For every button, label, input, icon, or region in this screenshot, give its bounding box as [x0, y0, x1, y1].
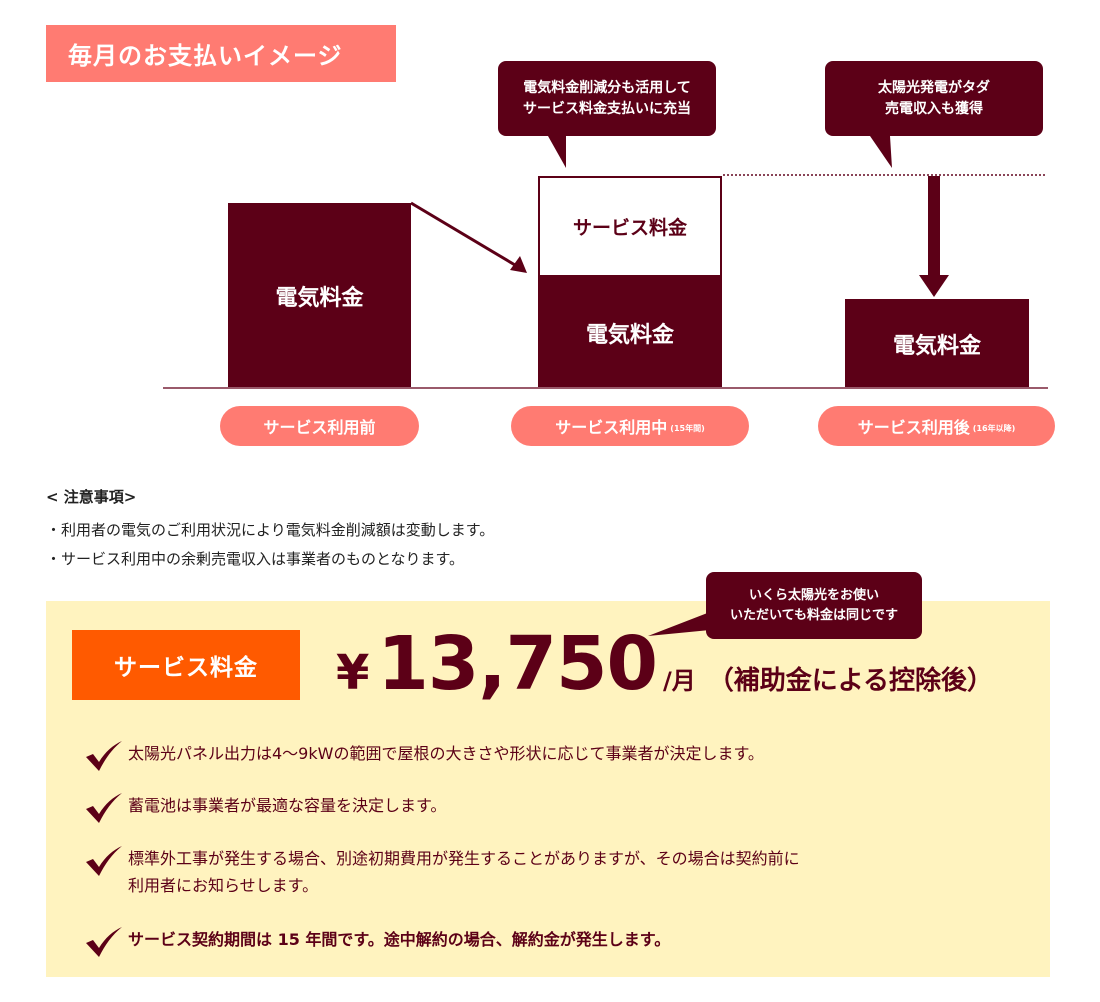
- fee-point-text: 太陽光パネル出力は4〜9kWの範囲で屋根の大きさや形状に応じて事業者が決定します…: [128, 744, 764, 763]
- checkmark-icon: [84, 792, 128, 832]
- fee-point-text: 標準外工事が発生する場合、別途初期費用が発生することがありますが、その場合は契約…: [128, 849, 800, 868]
- fee-point: 標準外工事が発生する場合、別途初期費用が発生することがありますが、その場合は契約…: [84, 845, 800, 899]
- stage-after-label: サービス利用後 (16年以降): [818, 406, 1055, 446]
- callout-line: いくら太陽光をお使い: [748, 587, 879, 603]
- fee-label: サービス料金: [72, 630, 300, 700]
- fee-point-text: 利用者にお知らせします。: [128, 876, 319, 895]
- fee-unit: /月: [662, 667, 696, 695]
- checkmark-icon: [84, 740, 128, 780]
- diagram-arrows: [410, 136, 949, 297]
- fee-point: 蓄電池は事業者が最適な容量を決定します。: [84, 792, 446, 832]
- callout-solar-free: 太陽光発電がタダ 売電収入も獲得: [825, 61, 1043, 136]
- bar-after-electricity: 電気料金: [845, 299, 1029, 389]
- section-title: 毎月のお支払いイメージ: [46, 25, 396, 82]
- fee-point: 太陽光パネル出力は4〜9kWの範囲で屋根の大きさや形状に応じて事業者が決定します…: [84, 740, 764, 780]
- checkmark-icon: [84, 845, 128, 899]
- callout-line: いただいても料金は同じです: [730, 607, 898, 623]
- currency-symbol: ¥: [336, 645, 370, 701]
- callout-tail-icon: [648, 612, 710, 636]
- callout-tail-icon: [548, 136, 566, 168]
- callout-service-fee-offset: 電気料金削減分も活用して サービス料金支払いに充当: [498, 61, 716, 136]
- callout-line: サービス料金支払いに充当: [523, 100, 691, 117]
- stage-before-label: サービス利用前: [220, 406, 419, 446]
- stage-label: サービス利用後: [857, 418, 970, 437]
- reference-dotted-line: [723, 174, 1045, 176]
- stage-label: サービス利用中: [555, 418, 668, 437]
- stage-sub: (15年間): [670, 423, 705, 433]
- fee-point-text-block: 標準外工事が発生する場合、別途初期費用が発生することがありますが、その場合は契約…: [128, 845, 800, 899]
- bar-before-electricity: 電気料金: [228, 203, 411, 389]
- checkmark-icon: [84, 926, 128, 966]
- fee-point-text: サービス契約期間は 15 年間です。途中解約の場合、解約金が発生します。: [128, 930, 671, 949]
- note-item: ・サービス利用中の余剰売電収入は事業者のものとなります。: [46, 550, 465, 568]
- down-arrow-shaft: [928, 176, 940, 276]
- notes-title: < 注意事項>: [46, 488, 137, 506]
- fee-amount: 13,750: [377, 621, 658, 707]
- fee-qualifier: （補助金による控除後）: [707, 666, 993, 696]
- fee-price: ¥ 13,750 /月 （補助金による控除後）: [336, 622, 993, 706]
- callout-tail-icon: [870, 136, 892, 168]
- callout-same-fee: いくら太陽光をお使い いただいても料金は同じです: [706, 572, 922, 639]
- callout-line: 電気料金削減分も活用して: [523, 79, 691, 96]
- stage-label: サービス利用前: [263, 418, 376, 437]
- arrow-head-icon: [510, 256, 527, 273]
- stage-during-label: サービス利用中 (15年間): [511, 406, 749, 446]
- fee-point-text: 蓄電池は事業者が最適な容量を決定します。: [128, 796, 447, 815]
- baseline: [163, 387, 1048, 389]
- bar-during-electricity: 電気料金: [538, 277, 722, 389]
- stage-sub: (16年以降): [972, 423, 1016, 433]
- note-item: ・利用者の電気のご利用状況により電気料金削減額は変動します。: [46, 521, 495, 539]
- callout-line: 太陽光発電がタダ: [878, 79, 990, 96]
- callout-line: 売電収入も獲得: [885, 100, 983, 117]
- fee-point: サービス契約期間は 15 年間です。途中解約の場合、解約金が発生します。: [84, 926, 670, 966]
- diagonal-arrow-line: [410, 201, 516, 267]
- down-arrow-icon: [919, 275, 949, 297]
- bar-during-service-fee: サービス料金: [538, 176, 722, 277]
